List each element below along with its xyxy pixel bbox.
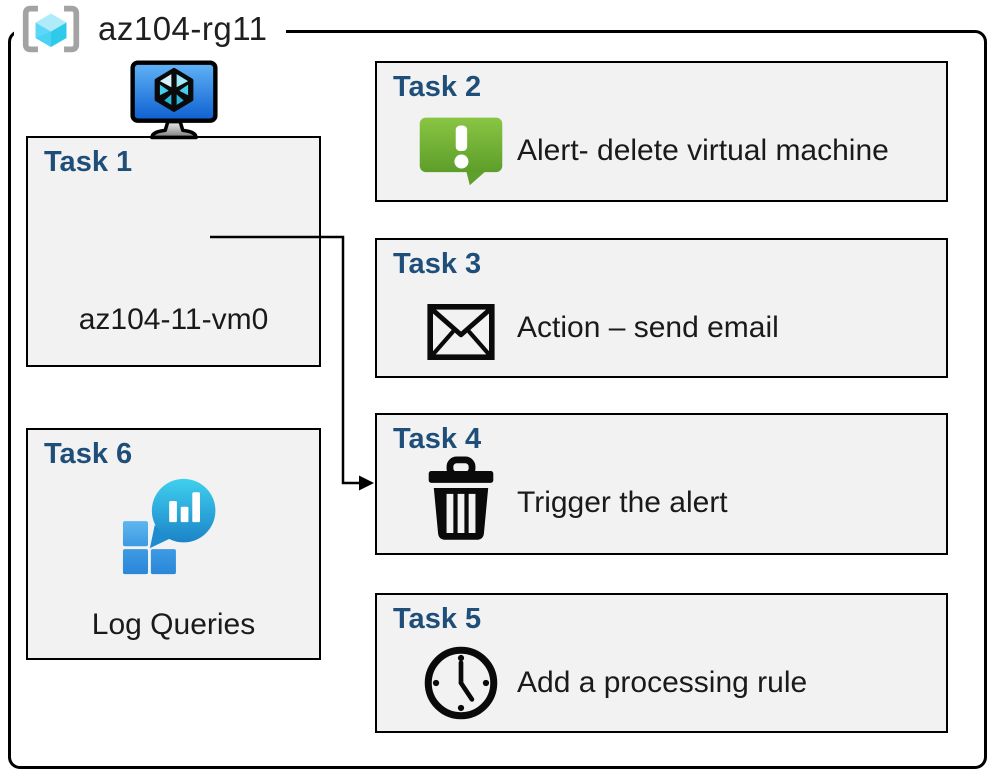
alert-icon: [411, 109, 511, 193]
task-1-title: Task 1: [44, 146, 133, 178]
resource-group-name: az104-rg11: [98, 10, 268, 47]
virtual-machine-icon: [26, 60, 321, 148]
task-box-4: Task 4 Trigger the alert: [375, 413, 948, 555]
task-box-2: Task 2 Alert- delete virtual machine: [375, 61, 948, 202]
task-5-label: Add a processing rule: [517, 666, 808, 699]
trash-icon: [411, 456, 511, 541]
resource-group-legend: az104-rg11: [14, 2, 286, 56]
task-3-title: Task 3: [393, 248, 482, 280]
task-2-title: Task 2: [393, 71, 482, 103]
log-queries-label: Log Queries: [91, 608, 256, 641]
task-6-title: Task 6: [44, 438, 133, 470]
task-box-5: Task 5 Add a processing rule: [375, 593, 948, 733]
task-5-title: Task 5: [393, 603, 482, 635]
log-analytics-icon: [26, 476, 321, 576]
email-icon: [411, 290, 511, 374]
task-3-label: Action – send email: [517, 311, 779, 344]
task-2-label: Alert- delete virtual machine: [517, 134, 889, 167]
clock-icon: [411, 641, 511, 725]
task-4-label: Trigger the alert: [517, 486, 728, 519]
task-4-title: Task 4: [393, 423, 482, 455]
task-box-3: Task 3 Action – send email: [375, 238, 948, 378]
vm-name-label: az104-11-vm0: [78, 303, 269, 336]
resource-group-icon: [20, 4, 82, 54]
